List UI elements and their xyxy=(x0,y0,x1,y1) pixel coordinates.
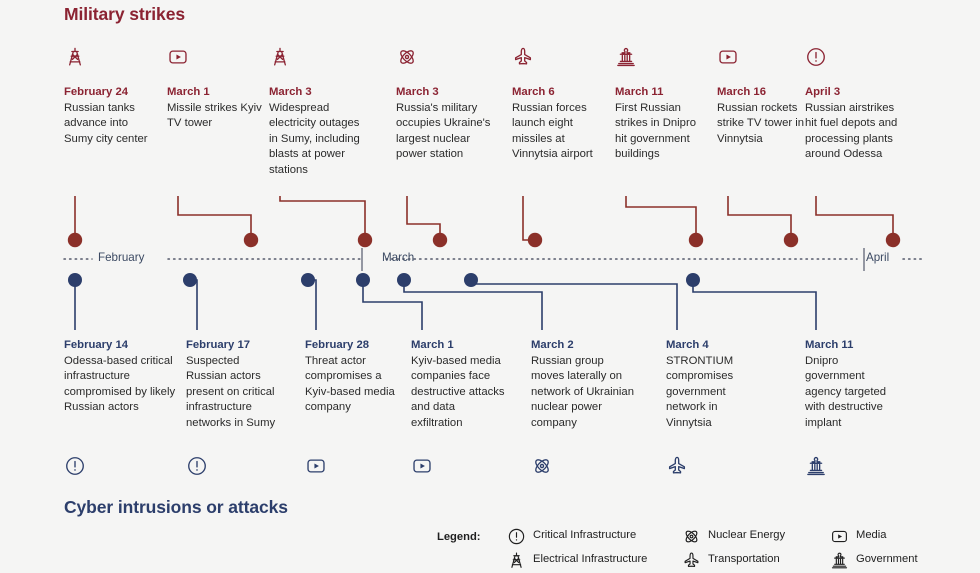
electrical-infrastructure-icon xyxy=(507,551,526,570)
critical-infrastructure-icon xyxy=(64,455,86,477)
electrical-infrastructure-icon xyxy=(64,46,86,68)
event-date: March 2 xyxy=(531,339,574,351)
legend-item-label: Transportation xyxy=(708,553,780,565)
event-description: Russian forces launch eight missiles at … xyxy=(512,101,593,161)
event-description: Dnipro government agency targeted with d… xyxy=(805,354,887,429)
military-event: February 24 Russian tanks advance into Su… xyxy=(64,85,160,147)
media-icon xyxy=(167,46,189,68)
military-event: March 3 Widespread electricity outages in… xyxy=(269,85,365,179)
event-date: March 11 xyxy=(805,339,854,351)
nuclear-energy-icon xyxy=(531,455,553,477)
page-title-cyber-intrusions: Cyber intrusions or attacks xyxy=(64,497,288,517)
page-title-military-strikes: Military strikes xyxy=(64,4,185,24)
legend-title: Legend: xyxy=(437,531,481,543)
event-description: Russian rockets strike TV tower in Vinny… xyxy=(717,101,805,145)
event-description: Threat actor compromises a Kyiv-based me… xyxy=(305,354,395,414)
transportation-icon xyxy=(666,455,688,477)
event-date: March 6 xyxy=(512,86,555,98)
event-date: March 1 xyxy=(411,339,454,351)
government-icon xyxy=(830,551,849,570)
event-description: Russia's military occupies Ukraine's lar… xyxy=(396,101,491,161)
event-date: April 3 xyxy=(805,86,841,98)
electrical-infrastructure-icon xyxy=(269,46,291,68)
media-icon xyxy=(830,527,849,546)
event-date: March 16 xyxy=(717,86,766,98)
event-description: Odessa-based critical infrastructure com… xyxy=(64,354,176,414)
legend-item-label: Government xyxy=(856,553,918,565)
event-date: February 28 xyxy=(305,339,370,351)
military-event: March 11 First Russian strikes in Dnipro … xyxy=(615,85,711,163)
event-date: February 14 xyxy=(64,339,129,351)
cyber-event: February 14 Odessa-based critical infrast… xyxy=(64,338,182,416)
transportation-icon xyxy=(512,46,534,68)
critical-infrastructure-icon xyxy=(507,527,526,546)
cyber-event: March 11 Dnipro government agency targete… xyxy=(805,338,901,432)
media-icon xyxy=(305,455,327,477)
cyber-event: March 2 Russian group moves laterally on … xyxy=(531,338,635,432)
event-description: Missile strikes Kyiv TV tower xyxy=(167,101,262,130)
media-icon xyxy=(411,455,433,477)
event-description: Russian airstrikes hit fuel depots and p… xyxy=(805,101,898,161)
month-label-april: April xyxy=(866,251,890,264)
military-event: March 16 Russian rockets strike TV tower … xyxy=(717,85,813,147)
critical-infrastructure-icon xyxy=(805,46,827,68)
event-date: March 11 xyxy=(615,86,664,98)
event-description: First Russian strikes in Dnipro hit gove… xyxy=(615,101,696,161)
legend-item-label: Media xyxy=(856,529,887,541)
military-event: April 3 Russian airstrikes hit fuel depot… xyxy=(805,85,901,163)
event-description: Russian group moves laterally on network… xyxy=(531,354,634,429)
month-label-march: March xyxy=(382,251,415,264)
nuclear-energy-icon xyxy=(682,527,701,546)
event-description: Suspected Russian actors present on crit… xyxy=(186,354,276,429)
cyber-event: February 28 Threat actor compromises a Ky… xyxy=(305,338,401,416)
military-event: March 6 Russian forces launch eight missi… xyxy=(512,85,608,163)
government-icon xyxy=(615,46,637,68)
event-date: March 1 xyxy=(167,86,210,98)
cyber-event: March 1 Kyiv-based media companies face d… xyxy=(411,338,507,432)
event-date: March 3 xyxy=(269,86,312,98)
event-description: Kyiv-based media companies face destruct… xyxy=(411,354,505,429)
event-description: STRONTIUM compromises government network… xyxy=(666,354,734,429)
government-icon xyxy=(805,455,827,477)
month-label-february: February xyxy=(98,251,145,264)
cyber-event: February 17 Suspected Russian actors pres… xyxy=(186,338,282,432)
legend-item-label: Nuclear Energy xyxy=(708,529,786,541)
event-description: Widespread electricity outages in Sumy, … xyxy=(269,101,360,176)
event-date: March 3 xyxy=(396,86,439,98)
legend-item-label: Critical Infrastructure xyxy=(533,529,637,541)
military-event: March 1 Missile strikes Kyiv TV tower xyxy=(167,85,263,132)
media-icon xyxy=(717,46,739,68)
nuclear-energy-icon xyxy=(396,46,418,68)
cyber-event: March 4 STRONTIUM compromises government … xyxy=(666,338,762,432)
military-event: March 3 Russia's military occupies Ukrain… xyxy=(396,85,492,163)
transportation-icon xyxy=(682,551,701,570)
event-date: February 17 xyxy=(186,339,251,351)
event-description: Russian tanks advance into Sumy city cen… xyxy=(64,101,148,145)
event-date: March 4 xyxy=(666,339,709,351)
legend-item-label: Electrical Infrastructure xyxy=(533,553,648,565)
critical-infrastructure-icon xyxy=(186,455,208,477)
event-date: February 24 xyxy=(64,86,129,98)
